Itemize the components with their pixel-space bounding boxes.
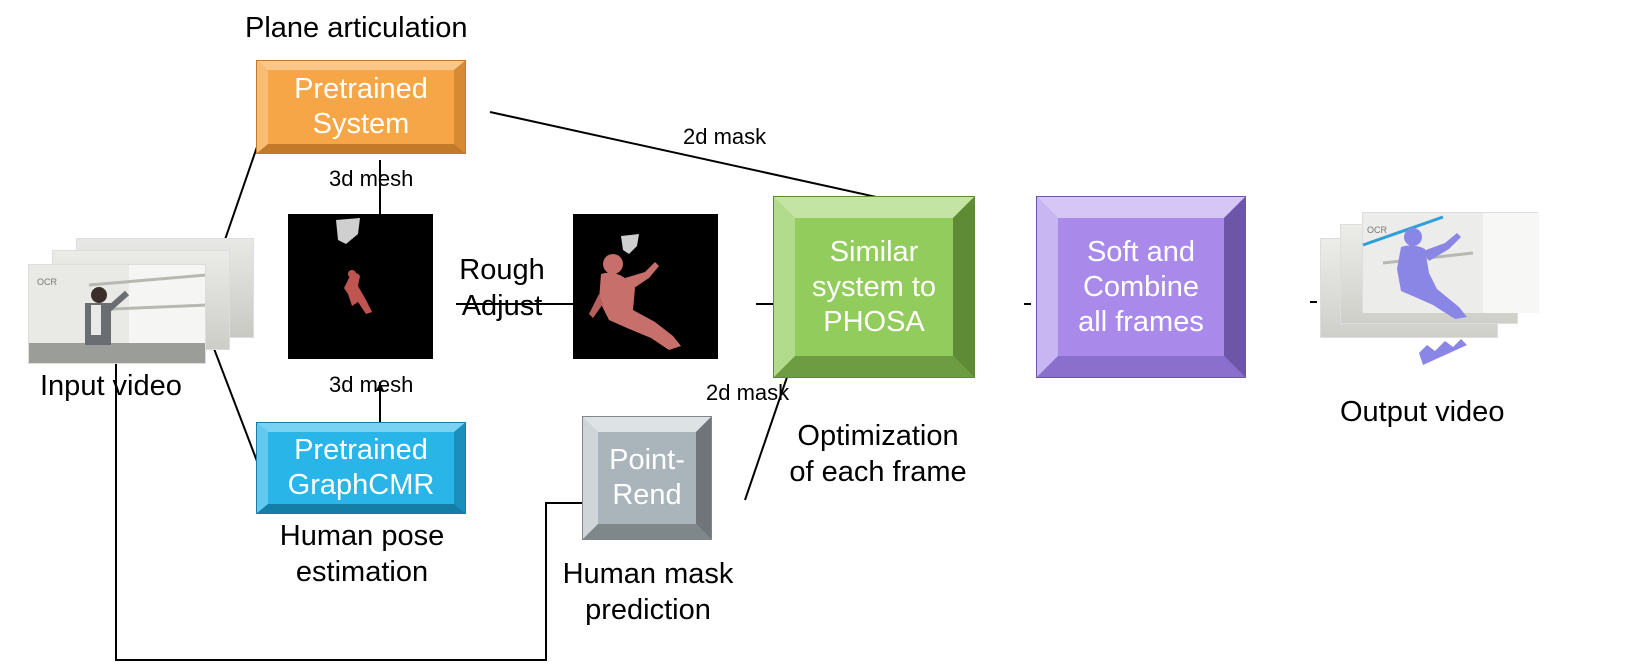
- human-pose-label: Human pose estimation: [262, 518, 462, 590]
- pointrend-line2: Rend: [612, 479, 682, 511]
- combine-line3: all frames: [1078, 305, 1204, 338]
- mesh-label-top: 3d mesh: [329, 166, 414, 191]
- pretrained-system-line1: Pretrained: [294, 73, 428, 105]
- graphcmr-line2: GraphCMR: [287, 469, 435, 501]
- adjusted-mesh-image: [589, 234, 681, 350]
- svg-text:OCR: OCR: [1367, 225, 1388, 235]
- arrow-system-2dmask: [489, 111, 923, 209]
- optimization-line1: Optimization: [797, 420, 959, 452]
- pretrained-system-line2: System: [312, 108, 410, 140]
- input-video-frame-1: OCR: [28, 264, 206, 364]
- output-video-label: Output video: [1340, 396, 1505, 428]
- mask-label-bottom: 2d mask: [706, 380, 790, 405]
- output-video-image: OCR: [1362, 213, 1539, 365]
- plane-articulation-label: Plane articulation: [245, 12, 468, 44]
- phosa-line2: system to: [811, 270, 937, 303]
- combine-line2: Combine: [1082, 270, 1200, 303]
- rough-adjust-line1: Rough: [459, 254, 545, 286]
- combined-mesh-panel: [288, 214, 433, 359]
- pointrend-line1: Point-: [609, 444, 685, 476]
- arrow-input-to-pointrend: [115, 364, 612, 661]
- svg-text:OCR: OCR: [37, 277, 58, 287]
- human-mask-line1: Human mask: [562, 558, 734, 590]
- mask-label-top: 2d mask: [683, 124, 767, 149]
- combine-box: Soft and Combine all frames: [1036, 196, 1246, 378]
- pointrend-box: Point-Rend: [582, 416, 712, 540]
- phosa-line1: Similar: [829, 235, 919, 268]
- combine-line1: Soft and: [1086, 235, 1195, 268]
- optimization-line2: of each frame: [789, 456, 967, 488]
- human-pose-line2: estimation: [295, 556, 429, 588]
- mesh-label-bottom: 3d mesh: [329, 372, 414, 397]
- small-mesh-image: [336, 218, 372, 314]
- human-pose-line1: Human pose: [279, 520, 445, 552]
- phosa-line3: PHOSA: [823, 305, 925, 338]
- input-video-image: OCR: [29, 265, 205, 363]
- phosa-box: Similar system to PHOSA: [773, 196, 975, 378]
- optimization-label: Optimization of each frame: [778, 418, 978, 490]
- rough-adjust-line2: Adjust: [461, 290, 543, 322]
- human-mask-line2: prediction: [585, 594, 711, 626]
- input-video-label: Input video: [40, 370, 182, 402]
- human-mask-label: Human mask prediction: [548, 556, 748, 628]
- rough-adjust-label: Rough Adjust: [452, 252, 552, 324]
- adjusted-mesh-panel: [573, 214, 718, 359]
- output-video-frame-1: OCR: [1362, 212, 1539, 365]
- graphcmr-line1: Pretrained: [294, 434, 428, 466]
